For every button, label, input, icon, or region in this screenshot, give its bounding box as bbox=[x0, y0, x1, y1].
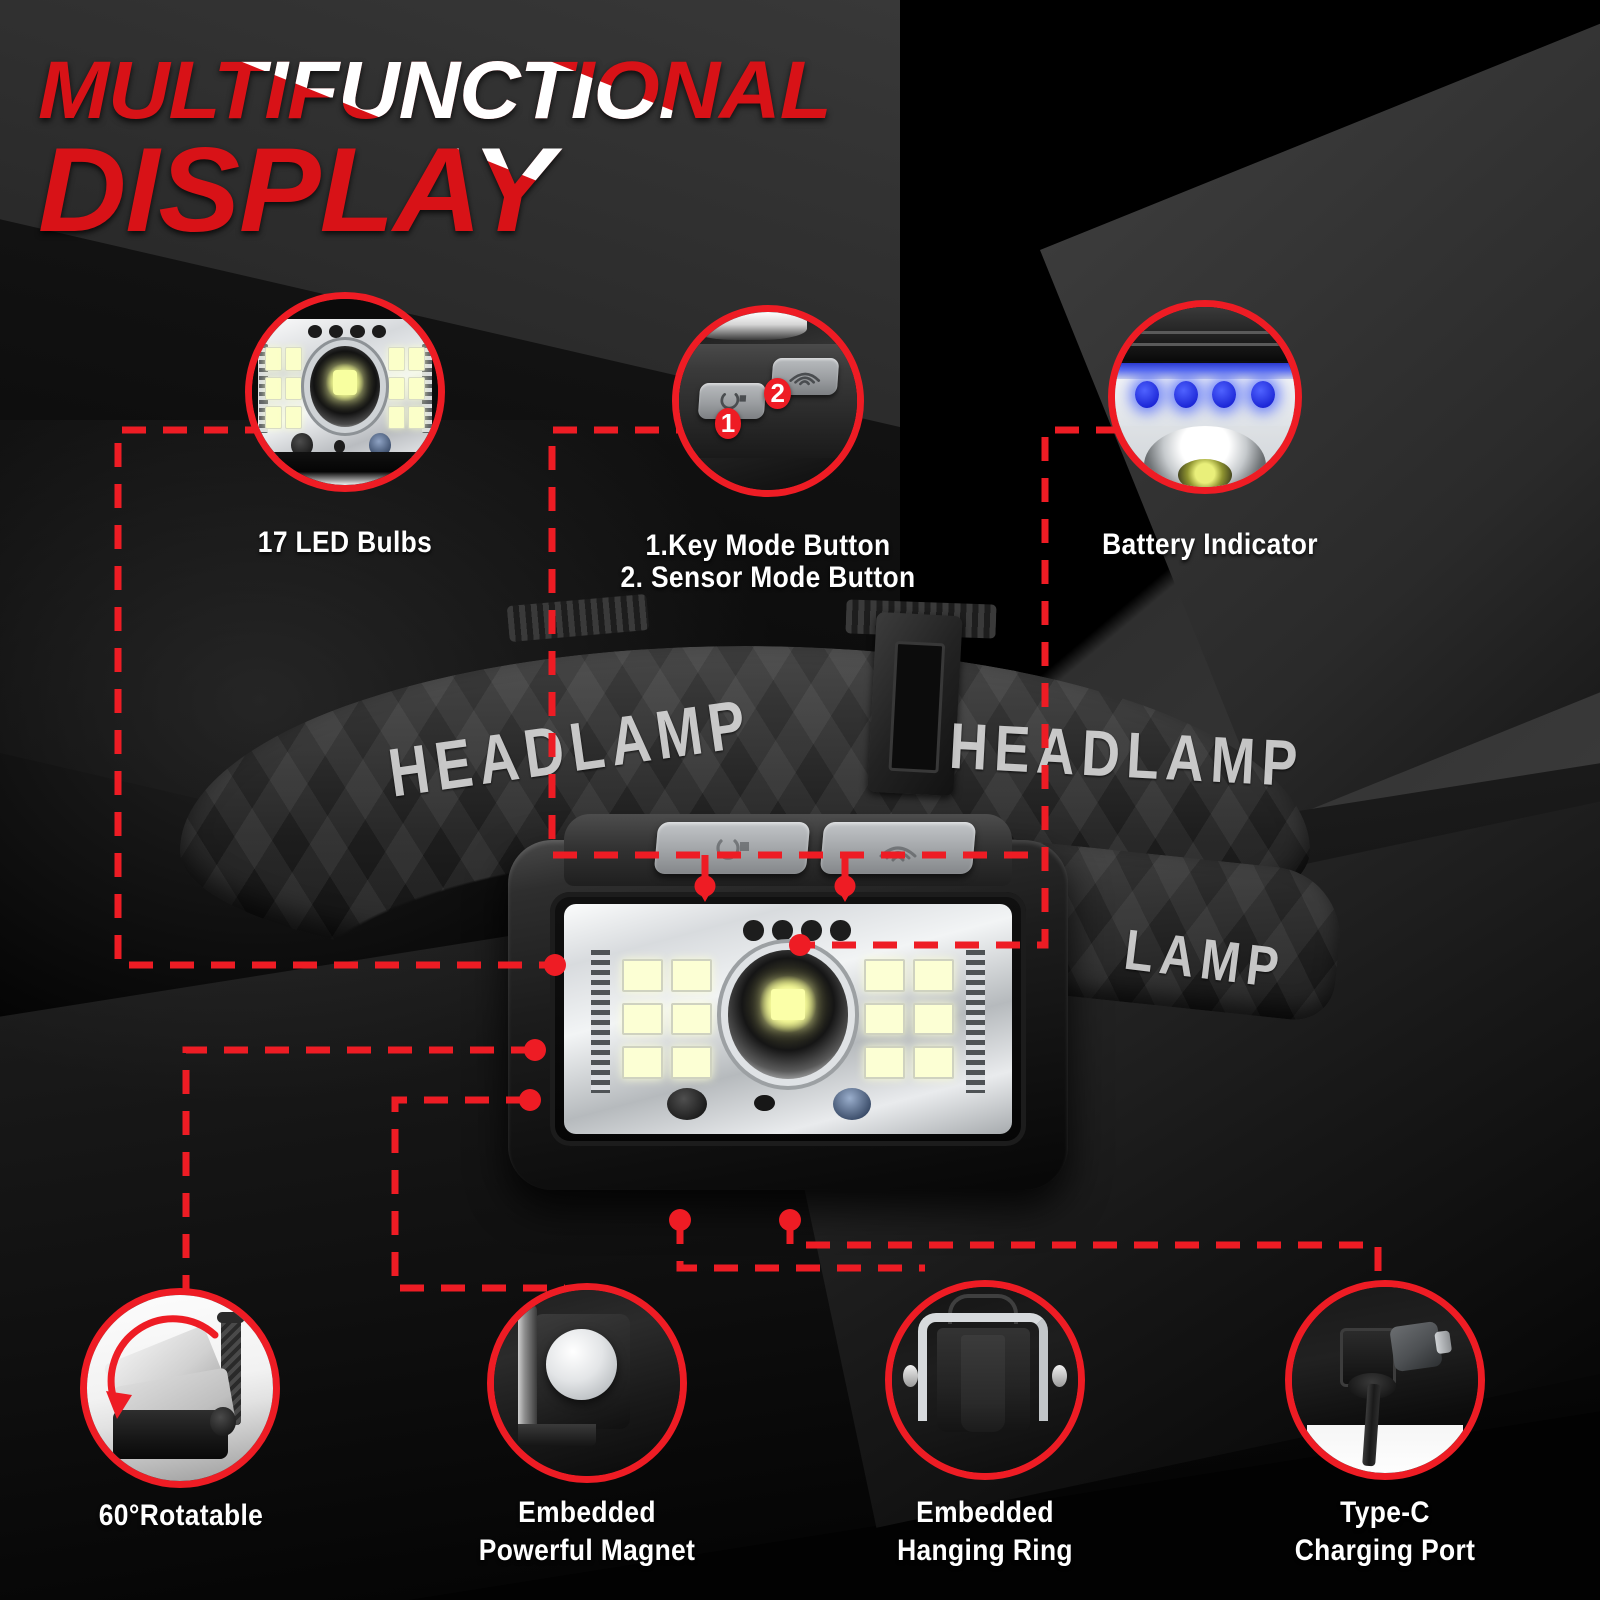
battery-led-icon bbox=[1115, 307, 1295, 487]
callout-label-magnet-2: Powerful Magnet bbox=[478, 1534, 696, 1567]
callout-label-typec-2: Charging Port bbox=[1294, 1534, 1476, 1567]
callout-label-magnet-1: Embedded bbox=[518, 1496, 656, 1529]
led-array-icon bbox=[252, 299, 438, 485]
callout-label-ring-1: Embedded bbox=[916, 1496, 1054, 1529]
page-title: MULTIFUNCTIONAL DISPLAY MULTIFUNCTIONAL … bbox=[38, 28, 998, 258]
callout-mode-buttons: 1 2 bbox=[672, 305, 864, 497]
callout-label-rotatable: 60°Rotatable bbox=[98, 1499, 264, 1532]
highlight-strip bbox=[689, 312, 808, 341]
callout-led-bulbs bbox=[245, 292, 445, 492]
callout-hanging-ring bbox=[885, 1280, 1085, 1480]
callout-label-ring-2: Hanging Ring bbox=[897, 1534, 1073, 1567]
hanging-ring-icon bbox=[892, 1287, 1078, 1473]
motion-sensor-icon bbox=[789, 372, 821, 386]
title-line-2: DISPLAY bbox=[38, 123, 553, 257]
callout-battery-indicator bbox=[1108, 300, 1302, 494]
badge-1: 1 bbox=[714, 408, 742, 440]
callout-charging-port bbox=[1285, 1280, 1485, 1480]
badge-2: 2 bbox=[764, 377, 792, 409]
usb-c-cable-icon bbox=[1292, 1287, 1478, 1473]
callout-label-led-bulbs: 17 LED Bulbs bbox=[257, 526, 433, 559]
callout-label-typec-1: Type-C bbox=[1340, 1496, 1430, 1529]
rotation-arrow-icon bbox=[106, 1315, 219, 1419]
callout-label-sensor-mode: 2. Sensor Mode Button bbox=[620, 561, 916, 594]
callout-magnet bbox=[487, 1283, 687, 1483]
magnet-disc-icon bbox=[494, 1290, 680, 1476]
callout-rotatable bbox=[80, 1288, 280, 1488]
title-line-1: MULTIFUNCTIONAL bbox=[38, 45, 832, 136]
callout-label-battery: Battery Indicator bbox=[1102, 528, 1318, 561]
